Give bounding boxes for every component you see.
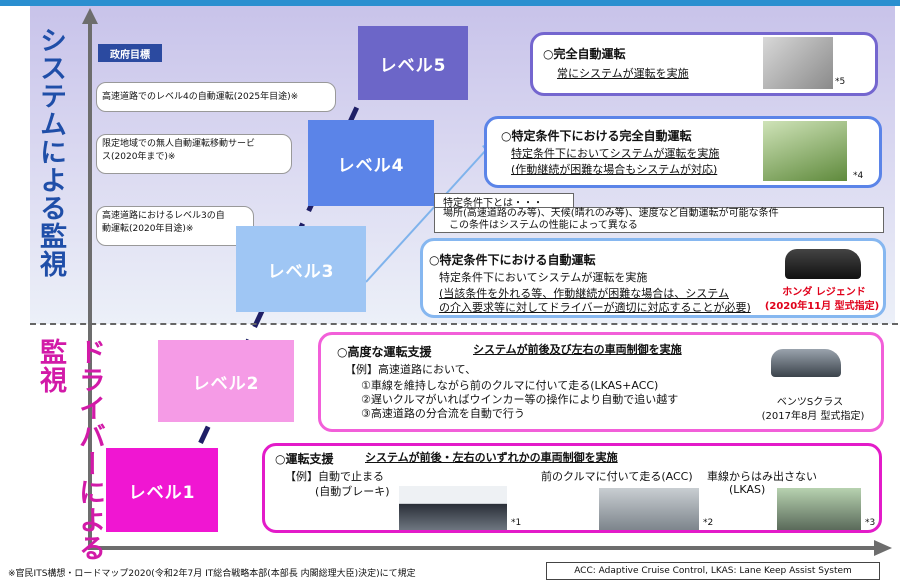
level1-block: レベル1 [106, 448, 218, 532]
level1-example1-detail: (自動ブレーキ) [315, 485, 390, 498]
benz-s-class-photo [771, 349, 841, 377]
level3-sub3: の介入要求等に対してドライバーが適切に対応することが必要) [439, 301, 751, 314]
level1-example1: 【例】自動で止まる [285, 470, 384, 483]
level1-description-card: ○運転支援 システムが前後・左右のいずれかの車両制御を実施 【例】自動で止まる … [262, 443, 882, 533]
level4-description-card: ○特定条件下における完全自動運転 特定条件下においてシステムが運転を実施 (作動… [484, 116, 882, 188]
top-accent-bar [0, 0, 900, 6]
footer-abbreviation-legend: ACC: Adaptive Cruise Control, LKAS: Lane… [546, 562, 880, 580]
level1-example3-detail: (LKAS) [729, 483, 766, 496]
level2-headline: システムが前後及び左右の車両制御を実施 [473, 343, 682, 356]
level2-item1: ①車線を維持しながら前のクルマに付いて走る(LKAS+ACC) [361, 379, 659, 392]
goal-level4-limited-line1: 限定地域での無人自動運転移動サービ [102, 139, 256, 149]
benz-s-class-date: (2017年8月 型式指定) [761, 411, 865, 422]
acc-photo [599, 488, 699, 530]
driver-monitoring-label: ドライバーによる監視 [35, 338, 105, 562]
goal-level4-highway-text: 高速道路でのレベル4の自動運転(2025年目途)※ [102, 92, 299, 102]
goal-level4-highway: 高速道路でのレベル4の自動運転(2025年目途)※ [96, 82, 336, 112]
level5-description-card: ○完全自動運転 常にシステムが運転を実施 *5 [530, 32, 878, 96]
level3-sub2: (当該条件を外れる等、作動継続が困難な場合は、システム [439, 287, 729, 300]
goal-level3-highway: 高速道路におけるレベル3の自 動運転(2020年目途)※ [96, 206, 254, 246]
level2-example: 【例】高速道路において、 [345, 363, 477, 376]
system-monitoring-label: システムによる監視 [35, 26, 66, 278]
level2-block: レベル2 [158, 340, 294, 422]
x-axis-arrowhead [874, 540, 892, 556]
auto-brake-photo [399, 486, 507, 530]
condition-note-line1: 場所(高速道路のみ等)、天候(晴れのみ等)、速度など自動運転が可能な条件 [443, 208, 779, 219]
level5-interior-photo [763, 37, 833, 89]
level5-block: レベル5 [358, 26, 468, 100]
condition-note-header: 特定条件下とは・・・ [434, 193, 574, 209]
y-axis-arrowhead [82, 8, 98, 24]
level4-block: レベル4 [308, 120, 434, 206]
honda-legend-name: ホンダ レジェンド [782, 287, 866, 298]
level5-subtitle: 常にシステムが運転を実施 [557, 67, 689, 80]
lkas-photo [777, 488, 861, 530]
condition-link-line [365, 149, 487, 283]
goal-level3-line2: 動運転(2020年目途)※ [102, 224, 194, 234]
level1-photo-mark2: *2 [703, 518, 714, 528]
level2-title: ○高度な運転支援 [337, 345, 432, 359]
level3-sub1: 特定条件下においてシステムが運転を実施 [439, 271, 648, 284]
monitoring-divider [30, 323, 898, 325]
level1-title: ○運転支援 [275, 452, 334, 466]
benz-s-class-name: ベンツSクラス [776, 397, 844, 408]
goal-level4-limited-line2: ス(2020年まで)※ [102, 152, 176, 162]
level5-photo-mark: *5 [835, 77, 846, 87]
level1-example3: 車線からはみ出さない [707, 470, 817, 483]
footer-source-note: ※官民ITS構想・ロードマップ2020(令和2年7月 IT総合戦略本部(本部長 … [8, 569, 416, 579]
goal-level3-line1: 高速道路におけるレベル3の自 [102, 211, 225, 221]
level4-photo-mark: *4 [853, 171, 864, 181]
level2-item2: ②遅いクルマがいればウインカー等の操作により自動で追い越す [361, 393, 679, 406]
honda-legend-date: (2020年11月 型式指定) [764, 301, 880, 312]
level1-photo-mark3: *3 [865, 518, 876, 528]
level1-headline: システムが前後・左右のいずれかの車両制御を実施 [365, 451, 618, 464]
goal-level4-limited: 限定地域での無人自動運転移動サービ ス(2020年まで)※ [96, 134, 292, 174]
specific-condition-note: 特定条件下とは・・・ 場所(高速道路のみ等)、天候(晴れのみ等)、速度など自動運… [434, 193, 886, 233]
government-target-badge: 政府目標 [98, 44, 162, 62]
level3-block: レベル3 [236, 226, 366, 312]
condition-note-line2: この条件はシステムの性能によって異なる [449, 220, 638, 231]
level3-title: ○特定条件下における自動運転 [429, 253, 596, 267]
level2-item3: ③高速道路の分合流を自動で行う [361, 407, 525, 420]
level4-vehicle-photo [763, 121, 847, 181]
condition-note-body: 場所(高速道路のみ等)、天候(晴れのみ等)、速度など自動運転が可能な条件 この条… [434, 207, 884, 233]
level1-example2: 前のクルマに付いて走る(ACC) [541, 470, 693, 483]
level3-description-card: ○特定条件下における自動運転 特定条件下においてシステムが運転を実施 (当該条件… [420, 238, 886, 318]
honda-legend-photo [785, 249, 861, 279]
level4-sub2: (作動継続が困難な場合もシステムが対応) [511, 163, 718, 176]
level2-description-card: ○高度な運転支援 システムが前後及び左右の車両制御を実施 【例】高速道路において… [318, 332, 884, 432]
level5-title: ○完全自動運転 [543, 47, 626, 61]
level4-title: ○特定条件下における完全自動運転 [501, 129, 692, 143]
level1-photo-mark1: *1 [511, 518, 522, 528]
level4-sub1: 特定条件下においてシステムが運転を実施 [511, 147, 720, 160]
